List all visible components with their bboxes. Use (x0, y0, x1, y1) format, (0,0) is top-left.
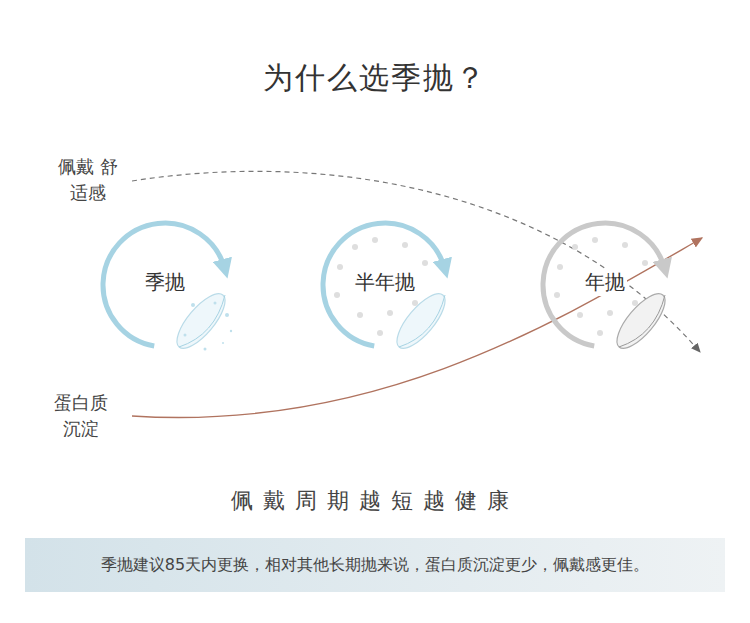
circle-label: 季抛 (143, 269, 187, 296)
lens-cycle-circle: 半年抛 (315, 215, 455, 355)
note-text: 季抛建议85天内更换，相对其他长期抛来说，蛋白质沉淀更少，佩戴感更佳。 (101, 555, 649, 576)
protein-curve (132, 238, 702, 418)
lens-cycle-circle: 年抛 (535, 215, 675, 355)
circle-label: 半年抛 (353, 269, 417, 296)
curve-label: 蛋白质 沉淀 (48, 390, 114, 442)
circle-label: 年抛 (583, 269, 627, 296)
info-band: 季抛建议85天内更换，相对其他长期抛来说，蛋白质沉淀更少，佩戴感更佳。 (25, 538, 725, 592)
curve-label: 佩戴 舒适感 (55, 154, 121, 206)
title: 为什么选季抛？ (0, 58, 750, 99)
lens-cycle-circle: 季抛 (95, 215, 235, 355)
slogan: 佩戴周期越短越健康 (0, 485, 750, 517)
